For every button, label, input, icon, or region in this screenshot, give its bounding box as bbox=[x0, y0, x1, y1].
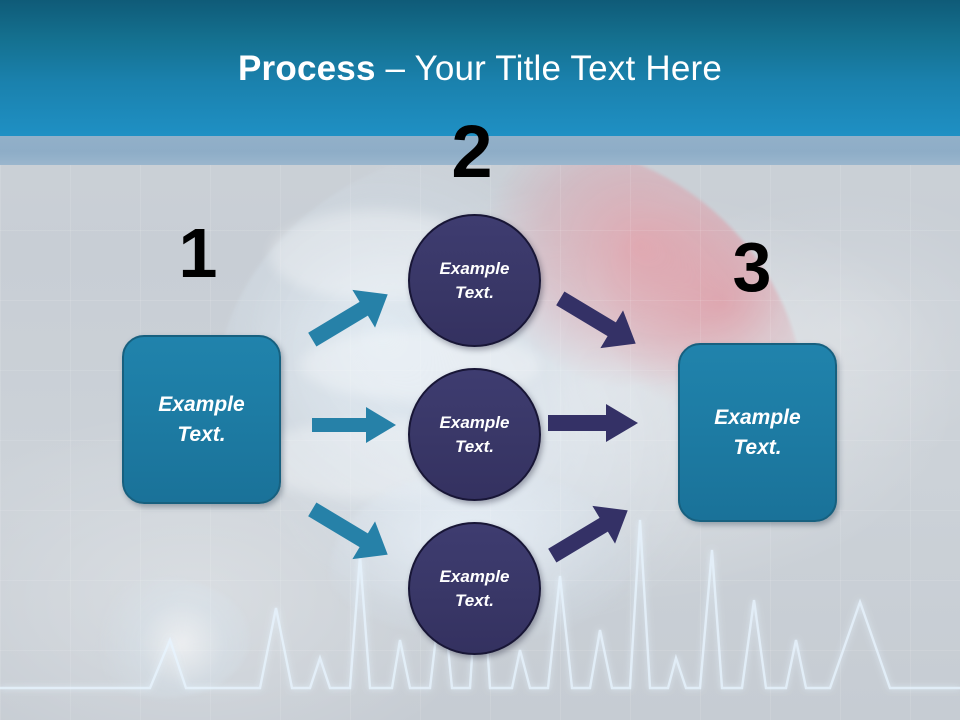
process-circle-3[interactable]: Example Text. bbox=[408, 522, 541, 655]
step-number-3: 3 bbox=[732, 228, 772, 306]
step-number-2: 2 bbox=[451, 110, 493, 193]
process-circle-3-line1: Example bbox=[439, 566, 510, 586]
ecg-waveform bbox=[0, 519, 960, 690]
process-circle-1-line2: Text. bbox=[454, 282, 495, 302]
process-circle-2[interactable]: Example Text. bbox=[408, 368, 541, 501]
title-separator: – bbox=[375, 49, 415, 88]
process-circle-2-label: Example Text. bbox=[440, 411, 510, 459]
ecg-glow-dot bbox=[80, 578, 250, 698]
step-number-1: 1 bbox=[178, 214, 218, 292]
output-box-label: Example Text. bbox=[714, 403, 800, 463]
process-circle-1-label: Example Text. bbox=[440, 257, 510, 305]
input-box-label-line2: Text. bbox=[177, 422, 226, 446]
output-box-label-line2: Text. bbox=[733, 435, 782, 459]
arrow-left-down-icon bbox=[308, 502, 388, 560]
title-strong: Process bbox=[238, 49, 376, 88]
arrow-right-mid-icon bbox=[548, 404, 638, 442]
arrow-left-up-icon bbox=[308, 289, 388, 347]
input-box-label-line1: Example bbox=[158, 392, 245, 416]
title-light: Your Title Text Here bbox=[414, 49, 722, 88]
slide-header bbox=[0, 0, 960, 136]
output-box[interactable]: Example Text. bbox=[678, 343, 837, 522]
output-box-label-line1: Example bbox=[714, 405, 801, 429]
arrow-left-mid-icon bbox=[312, 407, 396, 443]
input-box-label: Example Text. bbox=[158, 390, 244, 450]
process-circle-1[interactable]: Example Text. bbox=[408, 214, 541, 347]
page-title: Process – Your Title Text Here bbox=[0, 48, 960, 90]
input-box[interactable]: Example Text. bbox=[122, 335, 281, 504]
arrow-right-up-icon bbox=[548, 505, 628, 563]
process-circle-3-label: Example Text. bbox=[440, 565, 510, 613]
process-circle-2-line1: Example bbox=[439, 412, 510, 432]
process-circle-2-line2: Text. bbox=[454, 436, 495, 456]
process-circle-3-line2: Text. bbox=[454, 590, 495, 610]
header-accent-band bbox=[0, 136, 960, 165]
process-circle-1-line1: Example bbox=[439, 258, 510, 278]
arrow-right-down-icon bbox=[556, 291, 636, 349]
